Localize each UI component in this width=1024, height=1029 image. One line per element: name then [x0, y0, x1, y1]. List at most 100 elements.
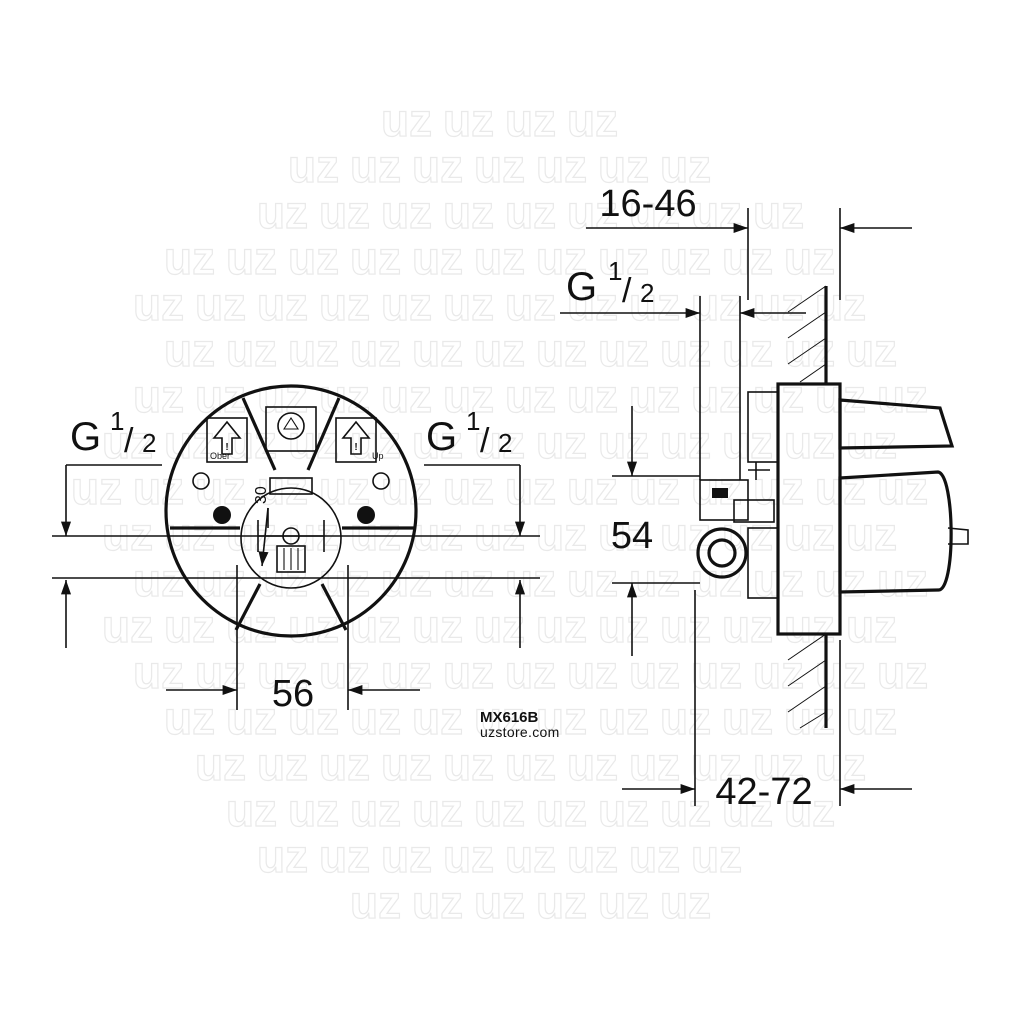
watermark-glyph: uz: [691, 738, 742, 790]
watermark-glyph: uz: [443, 94, 494, 146]
watermark-glyph: uz: [319, 278, 370, 330]
watermark-glyph: uz: [257, 278, 308, 330]
watermark-glyph: uz: [784, 508, 835, 560]
svg-text:/: /: [480, 422, 490, 460]
watermark-glyph: uz: [381, 462, 432, 514]
watermark-glyph: uz: [722, 692, 773, 744]
watermark-glyph: uz: [319, 738, 370, 790]
small-label-right: Up: [372, 451, 384, 461]
thread-label-side: G 1 / 2: [566, 256, 654, 310]
watermark-glyph: uz: [133, 278, 184, 330]
watermark-glyph: uz: [598, 232, 649, 284]
watermark-glyph: uz: [288, 140, 339, 192]
mount-hole: [192, 472, 210, 490]
top-dimension: 16-46: [599, 183, 696, 225]
watermark-glyph: uz: [505, 830, 556, 882]
watermark-glyph: uz: [691, 830, 742, 882]
width-dimension: 56: [272, 673, 314, 715]
watermark-glyph: uz: [660, 600, 711, 652]
watermark-glyph: uz: [412, 692, 463, 744]
watermark-glyph: uz: [412, 140, 463, 192]
watermark-glyph: uz: [164, 324, 215, 376]
watermark-glyph: uz: [784, 784, 835, 836]
watermark-glyph: uz: [598, 692, 649, 744]
watermark-glyph: uz: [474, 784, 525, 836]
watermark-glyph: uz: [567, 462, 618, 514]
watermark-glyph: uz: [629, 646, 680, 698]
watermark-glyph: uz: [629, 738, 680, 790]
store-site: uzstore.com: [480, 724, 560, 740]
watermark-glyph: uz: [598, 508, 649, 560]
watermark-glyph: uz: [288, 508, 339, 560]
watermark-glyph: uz: [505, 646, 556, 698]
watermark-glyph: uz: [195, 278, 246, 330]
connector-detail: [712, 488, 728, 498]
watermark-glyph: uz: [257, 370, 308, 422]
watermark-glyph: uz: [474, 416, 525, 468]
watermark-glyph: uz: [722, 324, 773, 376]
watermark-glyph: uz: [288, 692, 339, 744]
watermark-glyph: uz: [412, 232, 463, 284]
watermark-glyph: uz: [846, 324, 897, 376]
watermark-glyph: uz: [102, 600, 153, 652]
watermark-glyph: uz: [381, 830, 432, 882]
watermark-glyph: uz: [691, 186, 742, 238]
watermark-glyph: uz: [443, 462, 494, 514]
watermark-glyph: uz: [877, 554, 928, 606]
watermark-glyph: uz: [350, 324, 401, 376]
body-block-bottom: [747, 527, 779, 599]
watermark-glyph: uz: [226, 508, 277, 560]
watermark-glyph: uz: [660, 784, 711, 836]
watermark-glyph: uz: [536, 692, 587, 744]
watermark-glyph: uz: [505, 186, 556, 238]
bottom-right-spoke: [320, 583, 348, 631]
watermark-glyph: uz: [443, 646, 494, 698]
watermark-glyph: uz: [288, 784, 339, 836]
watermark-glyph: uz: [505, 278, 556, 330]
watermark-glyph: uz: [288, 324, 339, 376]
watermark-glyph: uz: [474, 600, 525, 652]
right-up-arrow-icon: !: [335, 417, 377, 463]
bottom-left-spoke: [234, 583, 262, 631]
watermark-glyph: uz: [319, 462, 370, 514]
watermark-glyph: uz: [350, 784, 401, 836]
watermark-glyph: uz: [350, 140, 401, 192]
watermark-glyph: uz: [164, 232, 215, 284]
watermark-glyph: uz: [319, 186, 370, 238]
watermark-glyph: uz: [505, 738, 556, 790]
watermark-glyph: uz: [629, 554, 680, 606]
svg-text:2: 2: [498, 428, 512, 458]
watermark-glyph: uz: [691, 278, 742, 330]
svg-text:G: G: [566, 265, 597, 309]
watermark-glyph: uz: [164, 692, 215, 744]
watermark-glyph: uz: [598, 416, 649, 468]
top-left-spoke: [241, 397, 277, 471]
svg-text:2: 2: [640, 278, 654, 308]
watermark-glyph: uz: [536, 600, 587, 652]
watermark-glyph: uz: [846, 508, 897, 560]
svg-text:G: G: [426, 415, 457, 459]
watermark-glyph: uz: [443, 278, 494, 330]
watermark-glyph: uz: [350, 232, 401, 284]
watermark-glyph: uz: [319, 830, 370, 882]
watermark-glyph: uz: [660, 324, 711, 376]
watermark-glyph: uz: [381, 370, 432, 422]
watermark-glyph: uz: [598, 140, 649, 192]
watermark-glyph: uz: [350, 692, 401, 744]
watermark-glyph: uz: [257, 646, 308, 698]
watermark-glyph: uz: [381, 738, 432, 790]
watermark-glyph: uz: [567, 370, 618, 422]
watermark-glyph: uz: [567, 278, 618, 330]
wall-hatch: [787, 285, 827, 729]
watermark-glyph: uz: [195, 370, 246, 422]
watermark-glyph: uz: [505, 94, 556, 146]
angle-arrow: [258, 507, 269, 567]
watermark-glyph: uz: [133, 370, 184, 422]
watermark-glyph: uz: [722, 784, 773, 836]
watermark-glyph: uz: [536, 508, 587, 560]
cartridge-stem: [276, 545, 306, 573]
watermark-glyph: uz: [567, 554, 618, 606]
watermark-glyph: uz: [846, 692, 897, 744]
